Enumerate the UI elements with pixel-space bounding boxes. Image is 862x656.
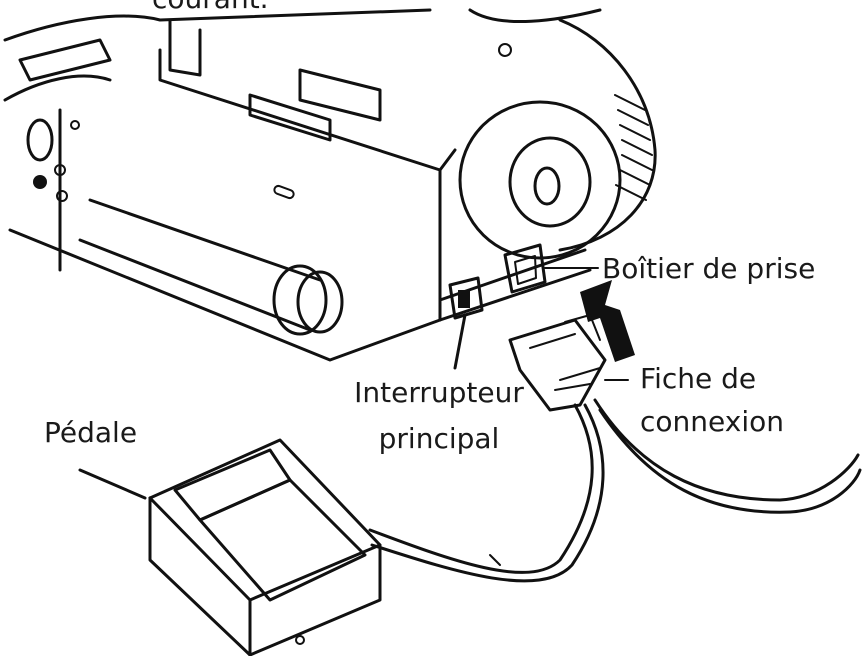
plug-label-line2: connexion: [640, 401, 784, 443]
main-switch: [450, 278, 482, 368]
top-partial-label: courant.: [152, 0, 269, 20]
plug-label-line1: Fiche de: [640, 358, 756, 400]
main-switch-label-line1: Interrupteur: [340, 372, 538, 414]
main-switch-label-line2: principal: [340, 418, 538, 460]
insert-arrow-icon: [580, 280, 635, 362]
foot-pedal: [80, 440, 380, 655]
sewing-machine-body: [5, 10, 655, 360]
socket-box-label: Boîtier de prise: [602, 248, 815, 290]
pedal-label: Pédale: [44, 412, 137, 454]
socket-box: [505, 245, 598, 292]
